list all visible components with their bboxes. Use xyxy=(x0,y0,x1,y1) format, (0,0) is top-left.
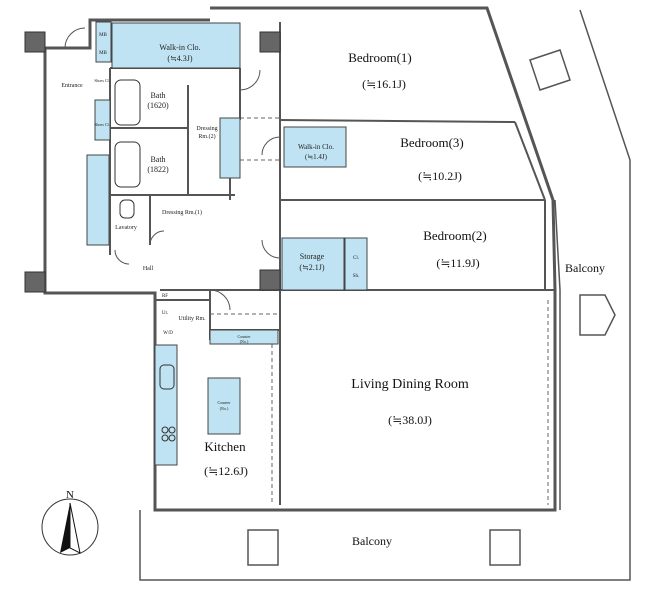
closet-areas xyxy=(86,21,368,466)
ut-label: Ut. xyxy=(162,311,168,316)
bathtub-1 xyxy=(114,79,141,126)
dressing1-name: Dressing Rm.(1) xyxy=(162,209,202,216)
bedroom1-name: Bedroom(1) xyxy=(348,50,412,65)
column-n xyxy=(259,31,281,53)
stove-burner-2 xyxy=(168,426,176,434)
mb-label-1: MB xyxy=(99,33,107,38)
mb-label-2: MB xyxy=(99,51,107,56)
counter1-name: Counter xyxy=(238,334,252,339)
storage-area: (≒2.1J) xyxy=(299,263,324,272)
east-column xyxy=(579,294,616,336)
walkin-closet-1-fill xyxy=(111,22,241,69)
counter1-area: (No.) xyxy=(240,339,249,344)
dressing2-area: Rm.(2) xyxy=(198,133,215,140)
compass-circle xyxy=(41,498,99,556)
storage-name: Storage xyxy=(300,252,325,261)
cl-fill xyxy=(344,237,368,291)
compass-arrow-right xyxy=(69,502,81,554)
stove-burner-3 xyxy=(161,434,169,442)
counter2-name: Counter xyxy=(218,400,232,405)
walkin-closet-2-fill xyxy=(283,126,347,168)
utility-name: Utility Rm. xyxy=(178,316,206,322)
shoes-label-2: Shoes Cl. xyxy=(94,122,109,127)
mb-closet-fill xyxy=(95,21,112,63)
kitchen-area: (≒12.6J) xyxy=(204,464,248,478)
compass-arrow xyxy=(60,503,70,553)
compass: N xyxy=(41,489,99,556)
bath2-area: (1822) xyxy=(147,165,169,174)
door-swings xyxy=(64,27,281,311)
kitchen-name: Kitchen xyxy=(204,439,246,454)
ldr-name: Living Dining Room xyxy=(351,377,469,392)
toilet xyxy=(119,199,135,219)
bedroom2-name: Bedroom(2) xyxy=(423,228,487,243)
bedroom1-area: (≒16.1J) xyxy=(362,77,406,91)
cl-label: Cl. xyxy=(353,256,359,261)
column-c xyxy=(259,269,281,291)
column-w xyxy=(24,271,46,293)
counter2-area: (No.) xyxy=(220,406,229,411)
minor-labels: Walk-in Clo. (≒4.3J) Walk-in Clo. (≒1.4J… xyxy=(61,33,359,411)
balcony-east-label: Balcony xyxy=(565,261,605,275)
bedroom2-area: (≒11.9J) xyxy=(436,256,479,270)
exterior-walls xyxy=(43,6,557,512)
south-column-2 xyxy=(489,529,521,566)
storage-fill xyxy=(281,237,345,291)
bath1-name: Bath xyxy=(150,91,165,100)
column-nw xyxy=(24,31,46,53)
kitchen-counter-fill xyxy=(154,344,178,466)
sink xyxy=(159,364,175,390)
fixtures xyxy=(119,199,176,442)
island-counter-fill xyxy=(207,377,241,435)
walkin2-area: (≒1.4J) xyxy=(305,153,328,161)
ne-column xyxy=(529,49,571,91)
hall-name: Hall xyxy=(143,266,154,272)
bedroom3-name: Bedroom(3) xyxy=(400,135,464,150)
bath2-name: Bath xyxy=(150,155,165,164)
bath1-area: (1620) xyxy=(147,101,169,110)
shoes-closet-top-fill xyxy=(94,99,111,141)
lavatory-name: Lavatory xyxy=(115,225,137,231)
balcony-south-label: Balcony xyxy=(352,534,392,548)
counter-top-fill xyxy=(209,329,279,345)
stove-burner-4 xyxy=(168,434,176,442)
entrance-name: Entrance xyxy=(61,83,83,89)
balcony-outlines xyxy=(139,9,631,581)
room-labels: Bedroom(1) (≒16.1J) Bedroom(3) (≒10.2J) … xyxy=(204,50,605,548)
dressing2-name: Dressing xyxy=(196,126,217,132)
ldr-area: (≒38.0J) xyxy=(388,413,432,427)
sh-label: Sh. xyxy=(353,274,360,279)
walkin1-name: Walk-in Clo. xyxy=(159,43,200,52)
shoes-closet-fill xyxy=(86,154,110,246)
stove-burner-1 xyxy=(161,426,169,434)
walkin1-area: (≒4.3J) xyxy=(167,54,192,63)
rf-label: RF xyxy=(162,294,168,299)
south-column-1 xyxy=(247,529,279,566)
walkin2-name: Walk-in Clo. xyxy=(298,143,334,151)
shoes-label-1: Shoes Cl. xyxy=(94,78,109,83)
bathtubs xyxy=(114,79,141,188)
dressing-closet-fill xyxy=(219,117,241,179)
bathtub-2 xyxy=(114,141,141,188)
columns xyxy=(24,31,281,293)
compass-label: N xyxy=(66,489,74,501)
wd-label: W/D xyxy=(163,331,173,336)
bedroom3-area: (≒10.2J) xyxy=(418,169,462,183)
